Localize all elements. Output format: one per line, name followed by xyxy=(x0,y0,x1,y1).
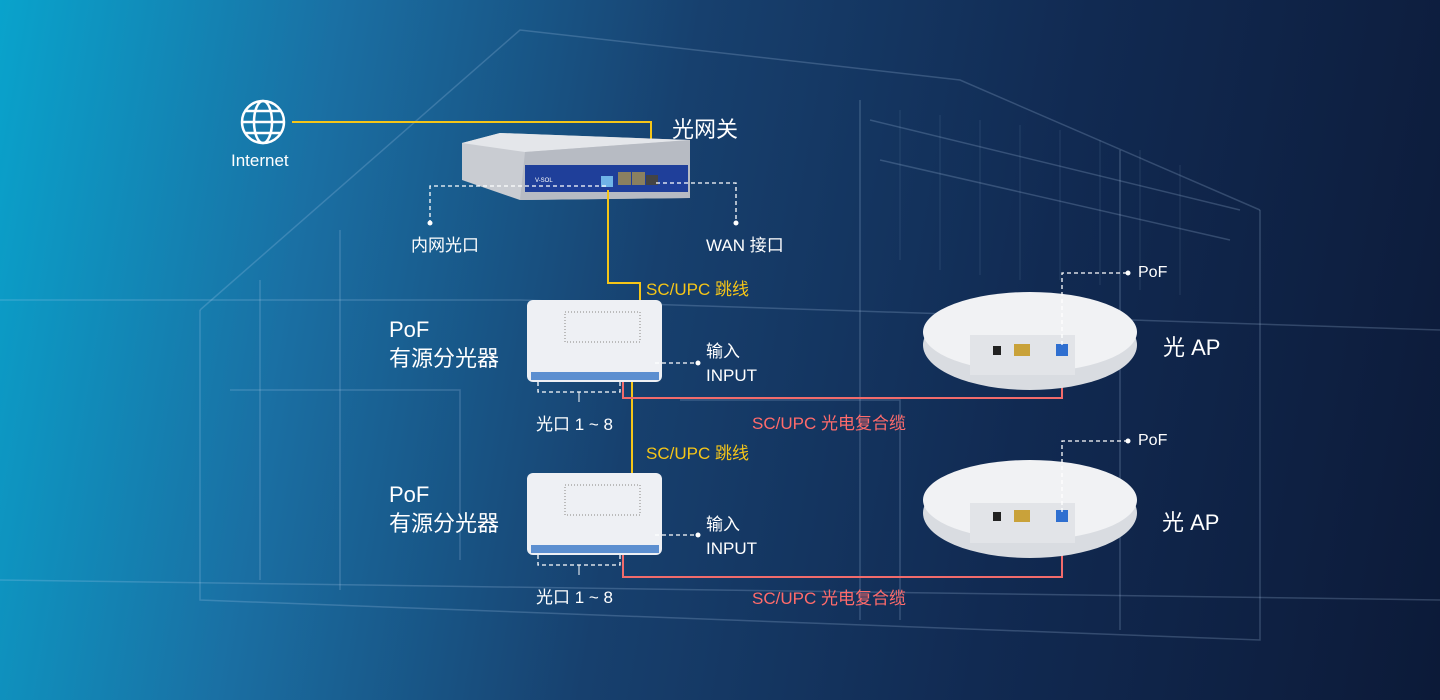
pof-label-2: PoF xyxy=(1138,432,1168,449)
lan-port-label: 内网光口 xyxy=(411,236,479,255)
input-label-cn: 输入 xyxy=(706,342,740,361)
svg-text:V-SOL: V-SOL xyxy=(535,178,553,184)
cable-label-2: SC/UPC 光电复合缆 xyxy=(752,589,906,608)
ap-title-1: 光 AP xyxy=(1163,335,1221,360)
internet-label: Internet xyxy=(231,151,289,170)
cable-label-1: SC/UPC 光电复合缆 xyxy=(752,414,906,433)
wan-port-label: WAN 接口 xyxy=(706,236,784,255)
ap-device-2 xyxy=(923,460,1137,558)
splitter-title-line2: 有源分光器 xyxy=(389,511,500,536)
input-label-en: INPUT xyxy=(706,539,757,558)
pof-label-1: PoF xyxy=(1138,264,1168,281)
globe-icon xyxy=(240,99,286,145)
ap-device-1 xyxy=(923,292,1137,390)
splitter-title-line1: PoF xyxy=(389,317,430,342)
jumper-label-2: SC/UPC 跳线 xyxy=(646,444,749,463)
splitter-input-label-2: 输入 INPUT xyxy=(706,513,757,561)
splitter-title-1: PoF 有源分光器 xyxy=(389,315,499,373)
jumper-label-1: SC/UPC 跳线 xyxy=(646,280,749,299)
splitter-title-2: PoF 有源分光器 xyxy=(389,480,499,538)
splitter-device-1 xyxy=(527,300,662,382)
splitter-device-2 xyxy=(527,473,662,555)
building-wireframe xyxy=(0,29,1440,641)
input-label-cn: 输入 xyxy=(706,515,740,534)
ports-label-2: 光口 1 ~ 8 xyxy=(536,588,614,607)
ports-label-1: 光口 1 ~ 8 xyxy=(536,415,614,434)
ap-title-2: 光 AP xyxy=(1162,510,1220,535)
input-label-en: INPUT xyxy=(706,366,757,385)
splitter-input-label-1: 输入 INPUT xyxy=(706,340,757,388)
splitter-title-line2: 有源分光器 xyxy=(389,346,500,371)
splitter-title-line1: PoF xyxy=(389,482,430,507)
gateway-title: 光网关 xyxy=(672,117,739,142)
gateway-device: V-SOL xyxy=(462,133,690,200)
